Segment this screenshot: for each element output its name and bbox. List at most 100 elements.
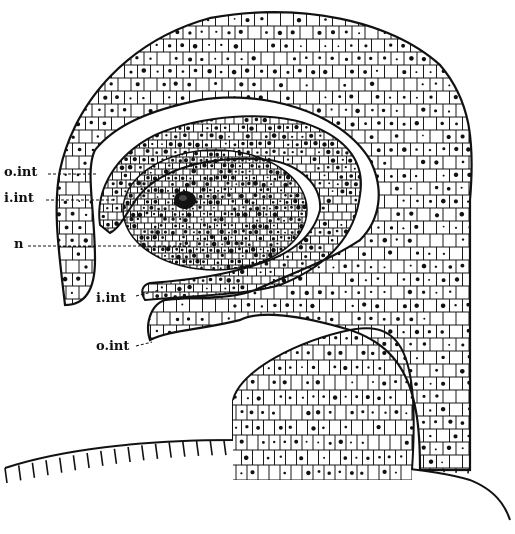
cell-nucleus <box>182 460 184 462</box>
cell-nucleus <box>130 252 134 256</box>
cell-nucleus <box>435 448 437 450</box>
cell <box>104 236 113 244</box>
cell-nucleus <box>344 456 348 460</box>
cell <box>235 0 248 13</box>
cell <box>183 338 196 351</box>
cell-nucleus <box>269 271 271 273</box>
cell-nucleus <box>150 172 152 174</box>
cell-nucleus <box>422 421 425 424</box>
cell-nucleus <box>137 218 139 220</box>
cell <box>34 195 47 208</box>
cell-nucleus <box>277 231 279 233</box>
cell-nucleus <box>182 409 184 411</box>
cell-nucleus <box>474 291 478 295</box>
cell-nucleus <box>454 434 458 438</box>
cell <box>105 364 118 377</box>
cell <box>53 130 66 143</box>
cell-nucleus <box>83 32 86 35</box>
cell-nucleus <box>318 56 321 59</box>
hair <box>60 458 62 473</box>
cell-nucleus <box>389 396 392 399</box>
cell-nucleus <box>416 19 419 22</box>
cell <box>258 345 269 360</box>
cell <box>177 455 190 468</box>
cell-nucleus <box>236 279 240 283</box>
cell-nucleus <box>121 263 123 265</box>
cell <box>131 252 140 260</box>
cell <box>372 13 385 26</box>
cell-nucleus <box>377 425 381 429</box>
cell-nucleus <box>156 118 158 120</box>
cell-nucleus <box>429 96 432 99</box>
cell-nucleus <box>174 135 177 138</box>
cell-nucleus <box>136 82 140 86</box>
cell-nucleus <box>241 410 244 413</box>
cell <box>131 260 144 273</box>
cell-nucleus <box>194 152 198 156</box>
cell-nucleus <box>251 470 255 474</box>
cell-nucleus <box>85 5 87 7</box>
cell-nucleus <box>253 177 256 180</box>
cell-nucleus <box>480 96 482 98</box>
cell-nucleus <box>422 57 426 61</box>
cell-nucleus <box>206 288 208 290</box>
cell <box>300 0 313 13</box>
cell-nucleus <box>224 110 227 113</box>
cell <box>66 338 79 351</box>
cell-nucleus <box>396 110 398 112</box>
cell-nucleus <box>435 266 437 268</box>
cell <box>118 260 131 273</box>
cell-nucleus <box>383 291 385 293</box>
cell-nucleus <box>357 317 360 320</box>
cell-nucleus <box>312 395 314 397</box>
cell-nucleus <box>313 157 317 161</box>
cell <box>214 375 225 390</box>
cell-nucleus <box>181 177 184 180</box>
cell-nucleus <box>388 329 392 333</box>
cell-nucleus <box>167 190 169 192</box>
cell-nucleus <box>345 396 347 398</box>
cell <box>126 260 135 268</box>
cell-nucleus <box>480 433 484 437</box>
cell-nucleus <box>370 82 374 86</box>
cell-nucleus <box>147 261 151 265</box>
cell <box>60 39 73 52</box>
cell <box>177 403 190 416</box>
cell-nucleus <box>300 150 303 153</box>
cell-nucleus <box>214 58 216 60</box>
cell <box>117 244 126 252</box>
cell-nucleus <box>264 103 267 106</box>
cell-nucleus <box>403 278 406 281</box>
cell <box>73 377 86 390</box>
cell-nucleus <box>338 45 340 47</box>
cell-nucleus <box>38 277 42 281</box>
cell-nucleus <box>441 356 444 359</box>
cell-nucleus <box>201 395 204 398</box>
cell-nucleus <box>71 83 74 86</box>
cell-nucleus <box>402 227 404 229</box>
cell <box>79 338 92 351</box>
cell-nucleus <box>382 109 385 112</box>
cell-nucleus <box>58 369 62 373</box>
cell-nucleus <box>291 30 295 34</box>
cell-nucleus <box>173 119 176 122</box>
cell <box>476 195 489 208</box>
cell <box>183 390 196 403</box>
cell-nucleus <box>38 304 40 306</box>
cell-nucleus <box>116 252 120 256</box>
cell-nucleus <box>362 442 364 444</box>
cell <box>105 442 118 455</box>
cell-nucleus <box>279 426 283 430</box>
cell <box>34 325 47 338</box>
cell <box>203 403 216 416</box>
cell <box>404 0 417 13</box>
cell-nucleus <box>39 18 43 22</box>
cell-nucleus <box>125 254 129 258</box>
cell-nucleus <box>181 96 185 100</box>
cell-nucleus <box>301 366 303 368</box>
cell-nucleus <box>59 422 61 424</box>
cell-nucleus <box>283 380 287 384</box>
cell-nucleus <box>242 126 245 129</box>
cell-nucleus <box>287 144 289 146</box>
cell-nucleus <box>421 108 425 112</box>
